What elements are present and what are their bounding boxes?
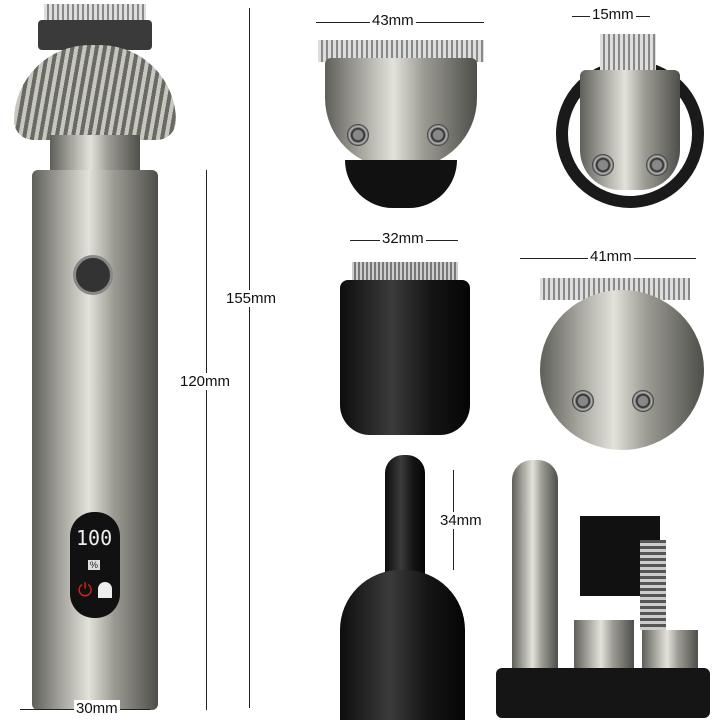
t-blade-teeth [318, 40, 484, 62]
shaver-foil [352, 262, 458, 284]
dimension-label-43: 43mm [370, 12, 416, 29]
percent-unit: % [88, 560, 101, 570]
dimension-label-34: 34mm [438, 512, 484, 529]
screw [427, 124, 449, 146]
small-blade [580, 70, 680, 190]
screw [592, 154, 614, 176]
trimmer-neck [50, 135, 140, 175]
dimension-label-120: 120mm [178, 373, 233, 390]
screw [572, 390, 594, 412]
lcd-display: 100 % ⏻ [70, 512, 120, 618]
kit-overview [490, 450, 717, 720]
kit-trimmer [512, 460, 558, 680]
screw [347, 124, 369, 146]
power-button[interactable] [73, 255, 113, 295]
trimmer-head [14, 45, 176, 140]
charging-plug-icon: ⏻ [78, 580, 93, 600]
t-blade [325, 58, 477, 168]
dimension-label-155: 155mm [224, 290, 279, 307]
dimension-label-30: 30mm [74, 700, 120, 717]
shaver-head [340, 280, 470, 435]
dimension-label-41: 41mm [588, 248, 634, 265]
small-blade-teeth [600, 34, 656, 74]
round-blade [540, 290, 704, 450]
screw [632, 390, 654, 412]
trimmer-body [32, 170, 158, 710]
comb-attachment [640, 540, 666, 630]
t-blade-base [345, 160, 457, 208]
dimension-line-120 [206, 170, 207, 710]
dimension-label-15: 15mm [590, 6, 636, 23]
dimension-label-32: 32mm [380, 230, 426, 247]
nose-trimmer-base [340, 570, 465, 720]
battery-percentage: 100 [76, 526, 113, 550]
trimmer-blade [44, 4, 146, 24]
screw [646, 154, 668, 176]
nose-trimmer-tip [385, 455, 425, 580]
lock-icon [98, 582, 112, 598]
main-trimmer: 100 % ⏻ [10, 0, 180, 720]
dimension-line-155 [249, 8, 250, 708]
round-blade-teeth [540, 278, 690, 300]
charging-dock [496, 668, 710, 718]
